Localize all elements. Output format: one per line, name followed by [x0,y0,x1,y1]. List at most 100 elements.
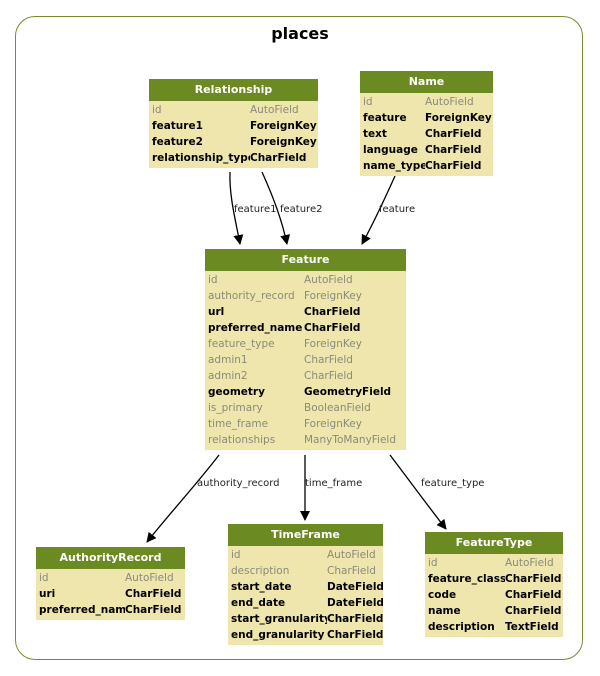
field-name: relationships [208,434,276,446]
field-type: CharField [304,354,353,366]
field-type: DateField [327,597,384,609]
field-type: AutoField [250,104,299,116]
field-name: feature [363,112,407,124]
edge-label-authority-record: authority_record [197,478,280,489]
field-name: time_frame [208,418,269,430]
field-row: description CharField [231,563,379,579]
field-name: is_primary [208,402,263,414]
field-type: GeometryField [304,386,392,398]
field-type: CharField [327,629,384,641]
field-name: authority_record [208,290,295,302]
field-row: name CharField [428,603,562,619]
field-type: CharField [505,605,562,617]
field-type: CharField [125,604,182,616]
cluster-frame [15,16,583,660]
field-name: geometry [208,386,265,398]
field-row: id AutoField [152,102,314,118]
field-type: CharField [327,565,376,577]
field-type: CharField [250,152,307,164]
field-type: CharField [327,613,384,625]
field-name: description [231,565,290,577]
model-header: Name [360,71,493,93]
field-name: preferred_name [39,604,125,616]
field-row: id AutoField [208,272,402,288]
field-type: AutoField [327,549,376,561]
field-name: id [152,104,162,116]
field-row: authority_record ForeignKey [208,288,402,304]
field-type: DateField [327,581,384,593]
field-name: admin1 [208,354,248,366]
edge-label-feature2: feature2 [280,204,323,215]
field-type: CharField [425,160,482,172]
field-row: url CharField [208,304,402,320]
field-type: ForeignKey [304,338,362,350]
field-name: code [428,589,457,601]
field-row: is_primary BooleanField [208,400,402,416]
field-row: feature_type ForeignKey [208,336,402,352]
field-name: start_granularity [231,613,327,625]
field-name: name [428,605,461,617]
field-type: ForeignKey [250,120,317,132]
field-name: start_date [231,581,292,593]
model-header: FeatureType [425,532,563,554]
field-name: end_granularity [231,629,325,641]
field-row: feature ForeignKey [363,110,492,126]
field-row: geometry GeometryField [208,384,402,400]
field-name: feature_class [428,573,505,585]
field-type: CharField [505,573,562,585]
field-type: ForeignKey [250,136,317,148]
field-type: CharField [125,588,182,600]
field-row: id AutoField [231,547,379,563]
field-name: end_date [231,597,286,609]
field-name: preferred_name [208,322,303,334]
field-type: AutoField [304,274,353,286]
edge-label-feature: feature [379,204,416,215]
field-name: relationship_type [152,152,250,164]
edge-label-feature-type: feature_type [421,478,485,489]
field-name: url [208,306,225,318]
field-type: ForeignKey [425,112,492,124]
field-name: id [208,274,218,286]
cluster-title: places [271,24,329,43]
field-name: name_type [363,160,425,172]
edge-label-time-frame: time_frame [305,478,363,489]
field-name: feature2 [152,136,203,148]
edge-label-feature1: feature1 [234,204,277,215]
model-header: Relationship [149,79,318,101]
model-header: TimeFrame [228,524,383,546]
field-type: AutoField [425,96,474,108]
field-row: admin1 CharField [208,352,402,368]
field-type: CharField [304,322,361,334]
field-type: ForeignKey [304,290,362,302]
field-name: id [231,549,241,561]
field-type: BooleanField [304,402,371,414]
field-name: description [428,621,495,633]
field-name: admin2 [208,370,248,382]
field-type: CharField [304,306,361,318]
field-type: CharField [425,128,482,140]
field-name: feature_type [208,338,275,350]
field-row: start_date DateField [231,579,384,595]
